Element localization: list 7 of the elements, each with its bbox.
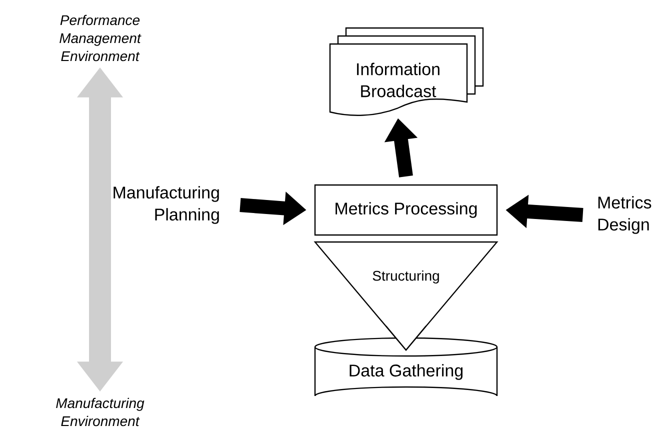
- document-stack: Information Broadcast: [329, 27, 484, 116]
- label-text: Metrics Design: [598, 196, 652, 234]
- label-text: Manufacturing Environment: [56, 398, 144, 426]
- database-cylinder: Data Gathering: [314, 337, 498, 397]
- process-box: Metrics Processing: [314, 184, 498, 236]
- label-text: Performance Management Environment: [60, 14, 142, 62]
- label-text: Manufacturing Planning: [114, 186, 219, 224]
